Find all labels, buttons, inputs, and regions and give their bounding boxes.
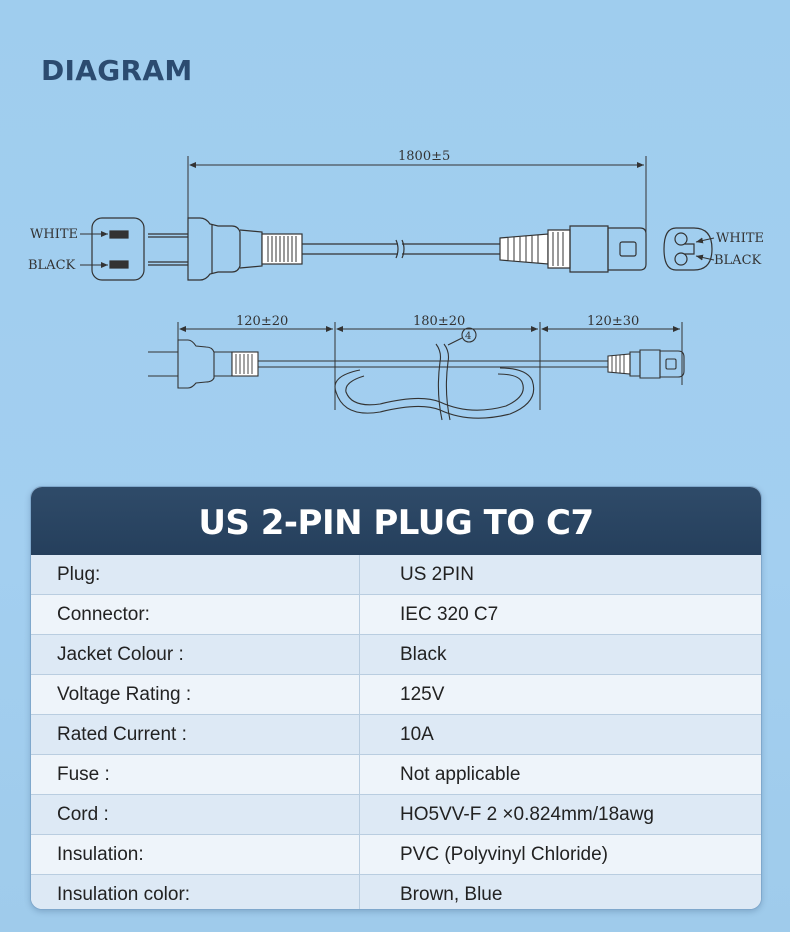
dimension-left-label: 120±20 xyxy=(236,314,288,329)
spec-row: Voltage Rating : 125V xyxy=(31,674,761,714)
connector-face-view xyxy=(663,227,713,271)
spec-row-label: Rated Current : xyxy=(31,715,360,754)
connector-side-view xyxy=(499,225,647,273)
spec-row: Cord : HO5VV-F 2 ×0.824mm/18awg xyxy=(31,794,761,834)
spec-row-value: Brown, Blue xyxy=(400,883,503,905)
spec-rows: Plug: US 2PIN Connector: IEC 320 C7 Jacket C… xyxy=(31,555,761,909)
dimension-total xyxy=(187,156,647,250)
cable-diagram: 1800±5 WHITE BLACK xyxy=(28,149,764,421)
label-black-right: BLACK xyxy=(714,253,762,268)
spec-row-label: Voltage Rating : xyxy=(31,675,360,714)
spec-row-value: Black xyxy=(400,643,447,665)
spec-table: US 2-PIN PLUG TO C7 Plug: US 2PIN Connecto… xyxy=(30,486,762,910)
plug-side-view xyxy=(148,217,303,281)
spec-row-label: Insulation: xyxy=(31,835,360,874)
spec-row-label: Plug: xyxy=(31,555,360,594)
spec-row-value: HO5VV-F 2 ×0.824mm/18awg xyxy=(400,803,654,825)
plug-side-view-small xyxy=(148,339,259,389)
spec-row: Insulation: PVC (Polyvinyl Chloride) xyxy=(31,834,761,874)
dimension-right-label: 120±30 xyxy=(587,314,639,329)
section-heading: DIAGRAM xyxy=(41,54,193,87)
spec-row: Fuse : Not applicable xyxy=(31,754,761,794)
bundle-marker-label: 4 xyxy=(465,331,471,342)
plug-face-view xyxy=(91,217,145,281)
spec-row-value: Not applicable xyxy=(400,763,521,785)
spec-row-value: US 2PIN xyxy=(400,563,474,585)
spec-row: Jacket Colour : Black xyxy=(31,634,761,674)
spec-row-label: Fuse : xyxy=(31,755,360,794)
spec-row-label: Connector: xyxy=(31,595,360,634)
spec-row: Plug: US 2PIN xyxy=(31,555,761,594)
spec-row-value: 10A xyxy=(400,723,434,745)
spec-row-label: Insulation color: xyxy=(31,875,360,909)
spec-row: Insulation color: Brown, Blue xyxy=(31,874,761,909)
spec-row-label: Jacket Colour : xyxy=(31,635,360,674)
label-white-left: WHITE xyxy=(30,227,78,242)
cord-coil xyxy=(258,327,608,421)
spec-row-value: 125V xyxy=(400,683,445,705)
cord-top xyxy=(302,239,500,259)
connector-side-view-small xyxy=(607,349,685,379)
dimension-total-label: 1800±5 xyxy=(398,149,450,164)
spec-row-value: IEC 320 C7 xyxy=(400,603,499,625)
spec-row-label: Cord : xyxy=(31,795,360,834)
label-white-right: WHITE xyxy=(716,231,764,246)
spec-title: US 2-PIN PLUG TO C7 xyxy=(31,487,761,555)
spec-row: Connector: IEC 320 C7 xyxy=(31,594,761,634)
spec-row: Rated Current : 10A xyxy=(31,714,761,754)
spec-row-value: PVC (Polyvinyl Chloride) xyxy=(400,843,609,865)
label-black-left: BLACK xyxy=(28,258,76,273)
dimension-middle-label: 180±20 xyxy=(413,314,465,329)
